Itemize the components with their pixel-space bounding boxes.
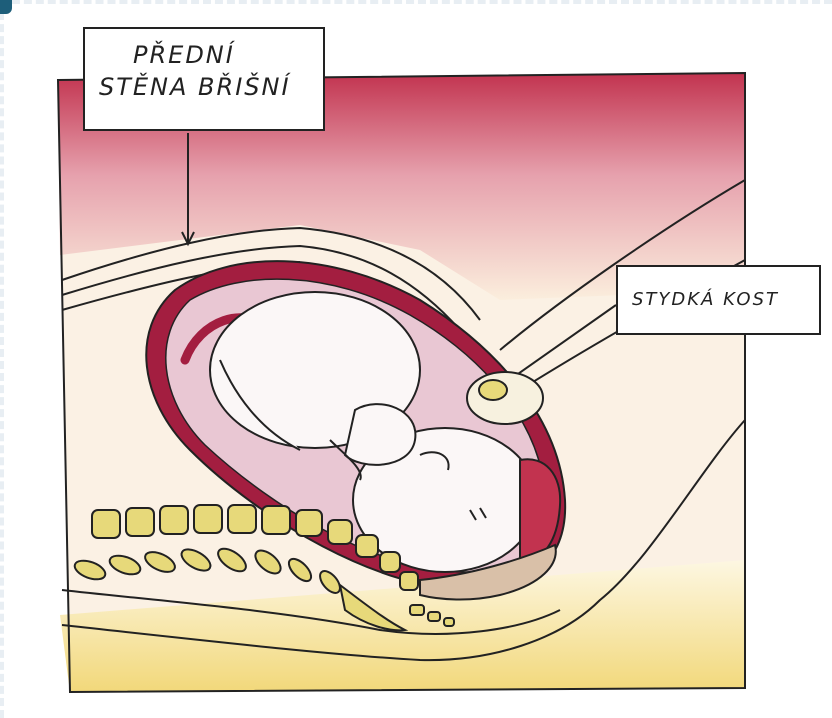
abdominal-wall-label-line-2: STĚNA BŘIŠNÍ [99, 71, 309, 103]
pubic-bone [467, 372, 543, 424]
abdominal-wall-label: PŘEDNÍ STĚNA BŘIŠNÍ [83, 27, 325, 131]
abdominal-wall-label-line-1: PŘEDNÍ [99, 39, 309, 71]
pubic-bone-label: STYDKÁ KOST [616, 265, 821, 335]
